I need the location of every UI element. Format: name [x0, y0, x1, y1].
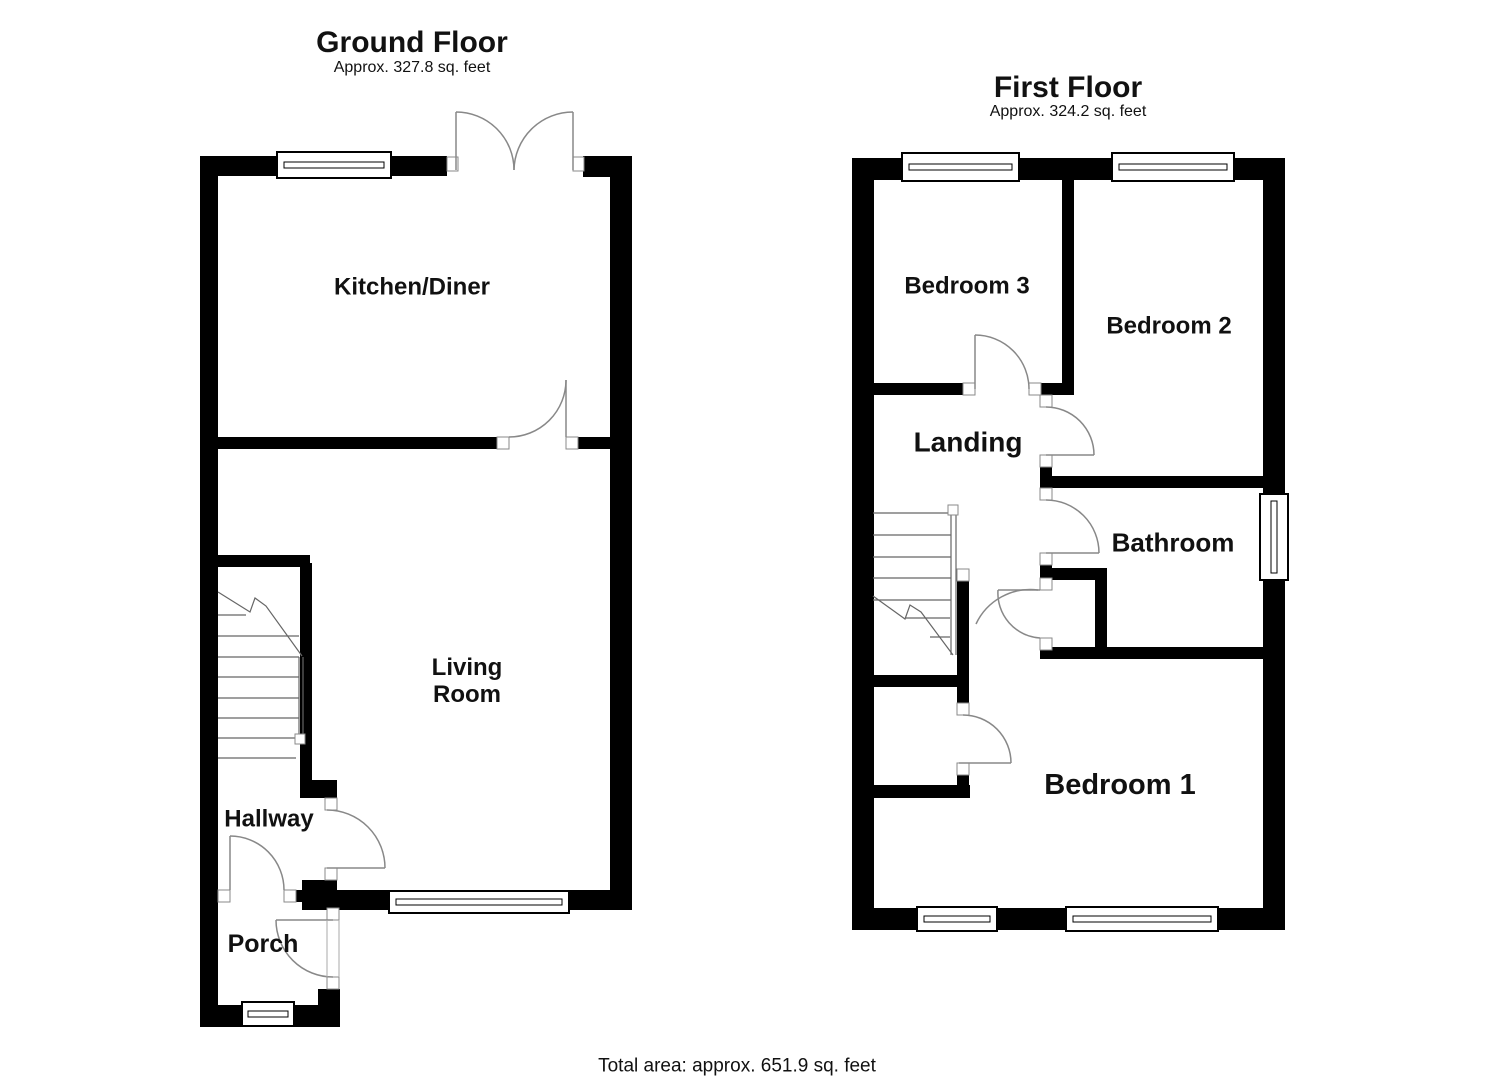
first-floor-title: First Floor — [993, 71, 1143, 105]
airing-cupboard-door — [975, 588, 1041, 639]
bedroom3-window — [901, 152, 1020, 182]
living-room-window — [388, 890, 570, 914]
room-label-kitchen-diner: Kitchen/Diner — [333, 273, 491, 301]
french-doors — [455, 111, 574, 171]
room-label-porch: Porch — [227, 930, 299, 958]
ground-floor-area: Approx. 327.8 sq. feet — [333, 59, 491, 77]
kitchen-window — [276, 151, 392, 179]
bedroom3-door — [974, 334, 1030, 390]
ground-floor-plan — [200, 111, 632, 1027]
hallway-living-door — [326, 809, 386, 869]
room-label-bedroom2: Bedroom 2 — [1106, 312, 1232, 340]
bedroom2-door — [1045, 406, 1095, 456]
bedroom1-cupboard-door — [959, 714, 1012, 764]
first-floor-plan — [852, 152, 1289, 932]
bedroom2-window — [1111, 152, 1235, 182]
room-label-hallway: Hallway — [224, 805, 314, 833]
stair-newel — [294, 733, 306, 745]
total-area-text: Total area: approx. 651.9 sq. feet — [598, 1055, 876, 1077]
room-label-bedroom1: Bedroom 1 — [1044, 768, 1196, 801]
room-label-living-room: Living Room — [431, 654, 503, 708]
ground-floor-staircase — [217, 591, 306, 759]
room-label-landing: Landing — [913, 426, 1023, 458]
bathroom-window — [1259, 493, 1289, 581]
porch-hallway-door — [229, 835, 285, 891]
ground-floor-doors — [229, 111, 574, 978]
room-label-bathroom: Bathroom — [1111, 527, 1235, 558]
bathroom-door — [1045, 499, 1100, 554]
bedroom1-window-right — [1065, 906, 1219, 932]
first-floor-door-jambs — [956, 382, 1053, 776]
first-floor-doors — [959, 334, 1100, 764]
first-floor-walls — [852, 158, 1285, 930]
ground-floor-walls — [200, 156, 632, 1027]
stair-newel — [947, 504, 959, 516]
first-floor-staircase — [872, 504, 959, 656]
front-door — [275, 919, 340, 978]
porch-window — [241, 1001, 295, 1027]
ground-floor-door-jambs — [217, 156, 585, 990]
ground-floor-title: Ground Floor — [316, 26, 508, 60]
first-floor-windows — [901, 152, 1289, 932]
ground-floor-windows — [241, 151, 570, 1027]
bedroom1-window-left — [916, 906, 998, 932]
stair-break-line — [217, 591, 303, 657]
room-label-bedroom3: Bedroom 3 — [904, 272, 1030, 300]
kitchen-door — [508, 379, 567, 438]
stair-break-line — [872, 595, 954, 656]
first-floor-area: Approx. 324.2 sq. feet — [989, 103, 1147, 121]
